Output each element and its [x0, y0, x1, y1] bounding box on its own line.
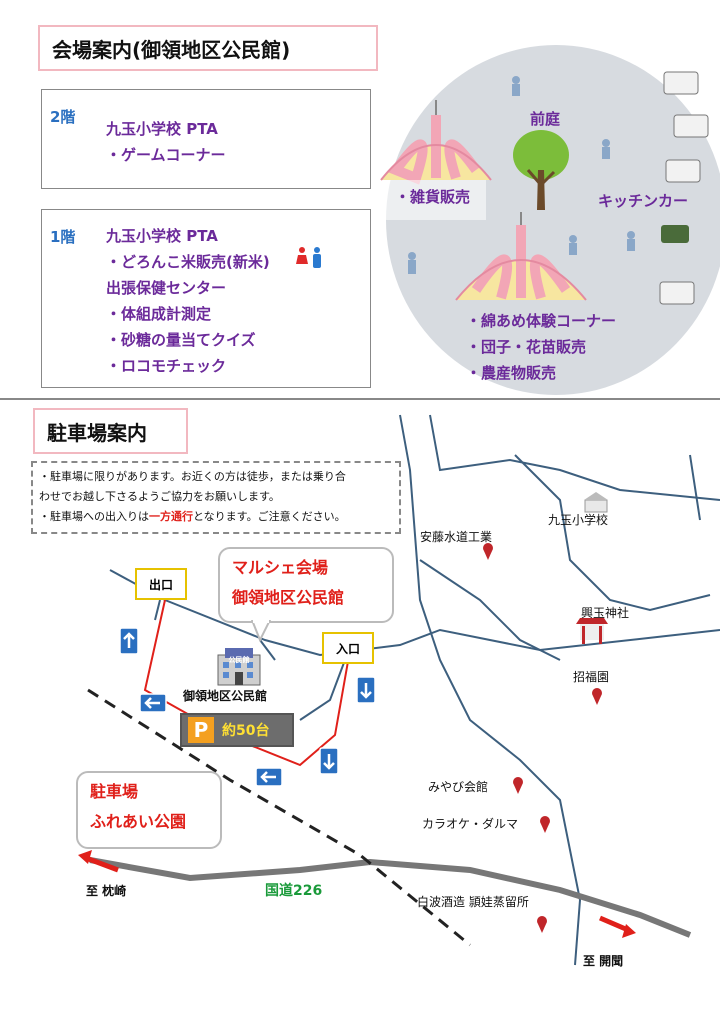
floor2-line-1: 九玉小学校 PTA	[106, 120, 218, 138]
one-way-loop	[143, 599, 351, 767]
notice-line-3-b: となります。ご注意ください。	[193, 510, 346, 523]
section-divider	[0, 398, 720, 400]
floor1-line-2: ・どろんこ米販売(新米)	[106, 253, 270, 271]
tent-icon-center	[455, 212, 587, 301]
parking-bubble-line-2: ふれあい公園	[90, 812, 187, 831]
tent-item-2: ・団子・花苗販売	[466, 338, 587, 356]
floor1-label: 1階	[50, 228, 76, 246]
parking-capacity: 約50台	[222, 723, 270, 739]
people-icon	[408, 76, 635, 274]
kitchen-car-icon	[659, 71, 709, 305]
floor2-box: 2階 九玉小学校 PTA ・ゲームコーナー	[41, 89, 371, 189]
notice-line-2: わせでお越し下さるようご協力をお願いします。	[39, 490, 280, 503]
road-map	[78, 414, 720, 966]
landmark-ando: 安藤水道工業	[420, 530, 493, 544]
floor1-line-1: 九玉小学校 PTA	[106, 227, 218, 245]
notice-line-3-a: ・駐車場への出入りは	[39, 510, 149, 523]
tree-icon	[513, 130, 569, 210]
landmark-karaoke: カラオケ・ダルマ	[422, 817, 519, 831]
arrow-to-kaimon	[599, 915, 629, 933]
venue-title: 会場案内(御領地区公民館)	[52, 37, 291, 62]
railway-line	[87, 688, 471, 947]
landmark-koudama-shrine: 興玉神社	[581, 606, 630, 620]
floor1-line-6: ・ロコモチェック	[106, 357, 227, 375]
tent-item-1: ・綿あめ体験コーナー	[466, 312, 617, 330]
courtyard-illustration	[380, 45, 720, 395]
parking-bubble: 駐車場 ふれあい公園	[76, 771, 222, 849]
floor2-label: 2階	[50, 108, 76, 126]
marche-bubble-line-2: 御領地区公民館	[232, 588, 345, 607]
parking-bubble-line-1: 駐車場	[90, 782, 139, 801]
parking-capacity-sign: P 約50台	[180, 713, 294, 747]
tent-icon-left	[380, 100, 492, 220]
courtyard-area	[386, 45, 720, 395]
exit-label: 出口	[135, 568, 187, 600]
to-kaimon-label: 至 開聞	[583, 954, 624, 968]
goods-label: ・雑貨販売	[395, 188, 471, 206]
floor2-line-2: ・ゲームコーナー	[106, 146, 226, 164]
parking-icon: P	[188, 717, 214, 743]
parking-notice: ・駐車場に限りがあります。お近くの方は徒歩，または乗り合 わせでお越し下さるよう…	[31, 461, 401, 534]
floor1-line-5: ・砂糖の量当てクイズ	[106, 331, 256, 349]
marche-venue-bubble: マルシェ会場 御領地区公民館	[218, 547, 394, 623]
courtyard-label: 前庭	[530, 110, 561, 128]
notice-line-1: ・駐車場に限りがあります。お近くの方は徒歩，または乗り合	[39, 470, 346, 483]
building-sign: 公民館	[228, 656, 250, 664]
floor1-box: 1階 九玉小学校 PTA ・どろんこ米販売(新米) 出張保健センター ・体組成計…	[41, 209, 371, 388]
arrow-to-makurazaki	[85, 855, 119, 873]
building-label: 御領地区公民館	[183, 689, 268, 703]
venue-title-box: 会場案内(御領地区公民館)	[38, 25, 378, 71]
bubble-tail	[250, 620, 272, 642]
route-226-label: 国道226	[265, 883, 323, 899]
landmark-miyabi: みやび会館	[428, 780, 489, 794]
map-pin-icon	[483, 543, 602, 933]
shrine-icon	[576, 618, 608, 644]
community-hall-icon	[217, 648, 261, 686]
landmark-kudama-school: 九玉小学校	[548, 513, 609, 527]
marche-bubble-line-1: マルシェ会場	[232, 558, 329, 577]
kitchen-car-label: キッチンカー	[598, 192, 689, 210]
tent-item-3: ・農産物販売	[466, 364, 557, 382]
national-route-226	[89, 857, 692, 938]
parking-title: 駐車場案内	[47, 420, 147, 445]
parking-title-box: 駐車場案内	[33, 408, 188, 454]
notice-line-3: ・駐車場への出入りは一方通行となります。ご注意ください。	[39, 507, 393, 527]
school-icon	[584, 492, 608, 513]
restroom-icon	[296, 247, 321, 268]
to-makurazaki-label: 至 枕崎	[86, 884, 127, 898]
one-way-highlight: 一方通行	[149, 510, 193, 523]
landmark-shofukuen: 招福園	[573, 670, 610, 684]
entrance-label: 入口	[322, 632, 374, 664]
floor1-line-3: 出張保健センター	[106, 279, 227, 297]
floor1-line-4: ・体組成計測定	[106, 305, 212, 323]
landmark-shiranami: 白波酒造 頴娃蒸留所	[417, 895, 529, 909]
